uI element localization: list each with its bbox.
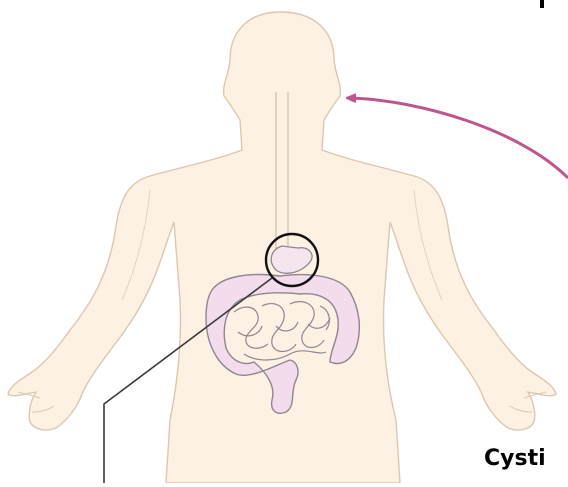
cut-off-label: Cysti [484, 448, 546, 470]
curved-arrow [350, 98, 568, 178]
cut-off-text-fragment [540, 0, 544, 8]
